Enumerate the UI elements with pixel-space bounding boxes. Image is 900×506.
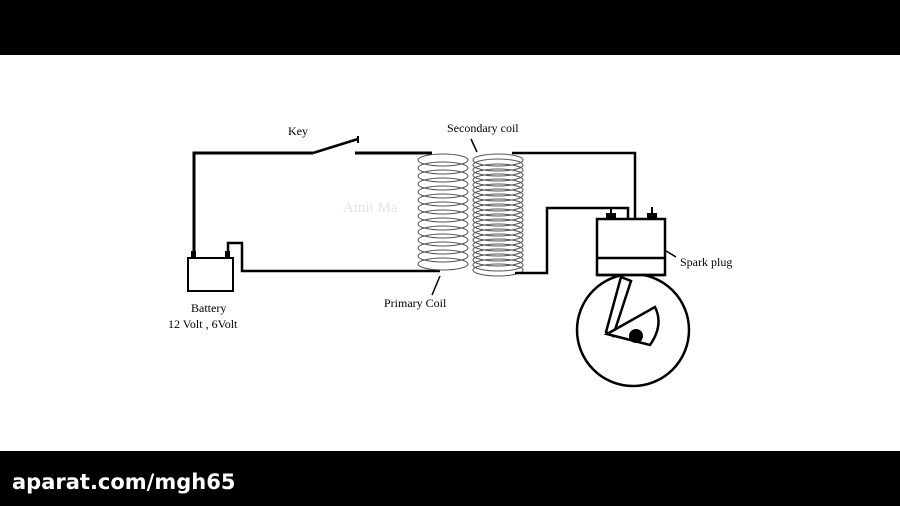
battery-body — [187, 257, 234, 292]
battery-terminal-negative — [191, 251, 196, 258]
secondary-coil — [472, 153, 524, 277]
letterbox-top — [0, 0, 900, 55]
exhaust-valve — [647, 213, 657, 219]
diagram-canvas — [0, 55, 900, 451]
author-watermark: Amit Ma — [343, 200, 398, 216]
site-watermark: aparat.com/mgh65 — [12, 470, 236, 494]
primary-coil — [417, 153, 469, 271]
intake-valve — [606, 213, 616, 219]
secondary-coil-label: Secondary coil — [447, 121, 519, 135]
engine-cylinder — [595, 217, 667, 277]
key-label: Key — [288, 124, 308, 138]
wire-battery-to-key — [192, 151, 313, 251]
wire-battery-to-primary-bottom — [226, 241, 440, 273]
battery-terminal-positive — [225, 251, 230, 258]
primary-coil-leader-line — [431, 275, 441, 296]
letterbox-bottom — [0, 451, 900, 506]
wire-secondary-to-spark-plug-bottom — [515, 206, 630, 275]
battery-voltage-label: 12 Volt , 6Volt — [168, 317, 238, 331]
crankshaft-pin — [629, 329, 643, 343]
primary-coil-label: Primary Coil — [384, 296, 447, 310]
secondary-coil-leader-line — [470, 138, 478, 153]
battery-label: Battery — [191, 301, 226, 315]
crank-web — [603, 305, 660, 347]
exhaust-valve-stem — [651, 207, 653, 213]
key-switch-lever — [312, 137, 359, 155]
intake-valve-stem — [610, 207, 612, 213]
wire-secondary-to-spark-plug-top — [512, 151, 637, 235]
spark-plug-label: Spark plug — [680, 255, 732, 269]
